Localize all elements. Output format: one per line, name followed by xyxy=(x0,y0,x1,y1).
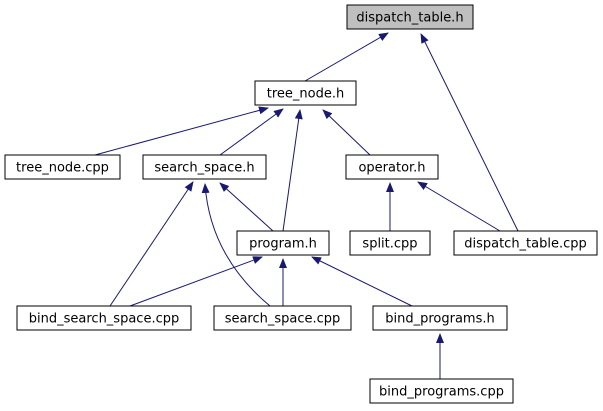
edge-dispatch-table-cpp-to-operator-h xyxy=(417,181,501,232)
node-dispatch-table-cpp[interactable]: dispatch_table.cpp xyxy=(453,230,598,256)
node-box xyxy=(369,378,514,404)
node-label: bind_programs.h xyxy=(385,312,495,327)
node-label: operator.h xyxy=(358,161,425,176)
node-box xyxy=(4,154,121,180)
node-label: dispatch_table.h xyxy=(356,11,463,26)
node-box xyxy=(236,230,330,256)
node-box xyxy=(142,154,267,180)
node-bind-programs-h[interactable]: bind_programs.h xyxy=(372,305,508,331)
node-tree-node-h[interactable]: tree_node.h xyxy=(254,80,357,106)
edge-bind-search-space-cpp-to-search-space-h xyxy=(109,181,194,307)
node-label: program.h xyxy=(249,237,317,252)
edge-bind-search-space-cpp-to-program-h xyxy=(129,256,263,307)
node-box xyxy=(346,4,474,30)
node-box xyxy=(254,80,357,106)
edge-program-h-to-search-space-h xyxy=(219,182,274,232)
edges-layer xyxy=(94,32,519,379)
node-label: search_space.cpp xyxy=(225,312,341,327)
node-box xyxy=(213,305,352,331)
node-bind-programs-cpp[interactable]: bind_programs.cpp xyxy=(369,378,514,404)
edge-operator-h-to-tree-node-h xyxy=(322,109,371,156)
node-search-space-cpp[interactable]: search_space.cpp xyxy=(213,305,352,331)
node-box xyxy=(349,230,431,256)
node-label: tree_node.cpp xyxy=(16,161,109,176)
node-label: bind_search_space.cpp xyxy=(29,312,179,327)
node-program-h[interactable]: program.h xyxy=(236,230,330,256)
node-label: search_space.h xyxy=(154,161,254,176)
edge-search-space-h-to-tree-node-h xyxy=(219,108,284,156)
node-box xyxy=(372,305,508,331)
node-box xyxy=(345,154,439,180)
node-label: dispatch_table.cpp xyxy=(464,237,587,252)
edge-program-h-to-tree-node-h xyxy=(282,109,303,232)
nodes-layer: dispatch_table.h tree_node.h tree_node.cpp… xyxy=(4,4,598,404)
node-tree-node-cpp[interactable]: tree_node.cpp xyxy=(4,154,121,180)
node-split-cpp[interactable]: split.cpp xyxy=(349,230,431,256)
edge-dispatch-table-cpp-to-dispatch-table-h xyxy=(420,33,519,232)
edge-bind-programs-h-to-program-h xyxy=(311,256,413,307)
edge-tree-node-cpp-to-tree-node-h xyxy=(94,106,269,156)
node-dispatch-table-h[interactable]: dispatch_table.h xyxy=(346,4,474,30)
edge-search-space-cpp-to-search-space-h xyxy=(201,183,271,307)
node-box xyxy=(453,230,598,256)
node-box xyxy=(16,305,192,331)
node-operator-h[interactable]: operator.h xyxy=(345,154,439,180)
node-label: bind_programs.cpp xyxy=(379,385,504,400)
node-bind-search-space-cpp[interactable]: bind_search_space.cpp xyxy=(16,305,192,331)
edge-tree-node-h-to-dispatch-table-h xyxy=(304,32,389,82)
node-label: split.cpp xyxy=(362,237,417,252)
node-label: tree_node.h xyxy=(267,87,344,102)
node-search-space-h[interactable]: search_space.h xyxy=(142,154,267,180)
